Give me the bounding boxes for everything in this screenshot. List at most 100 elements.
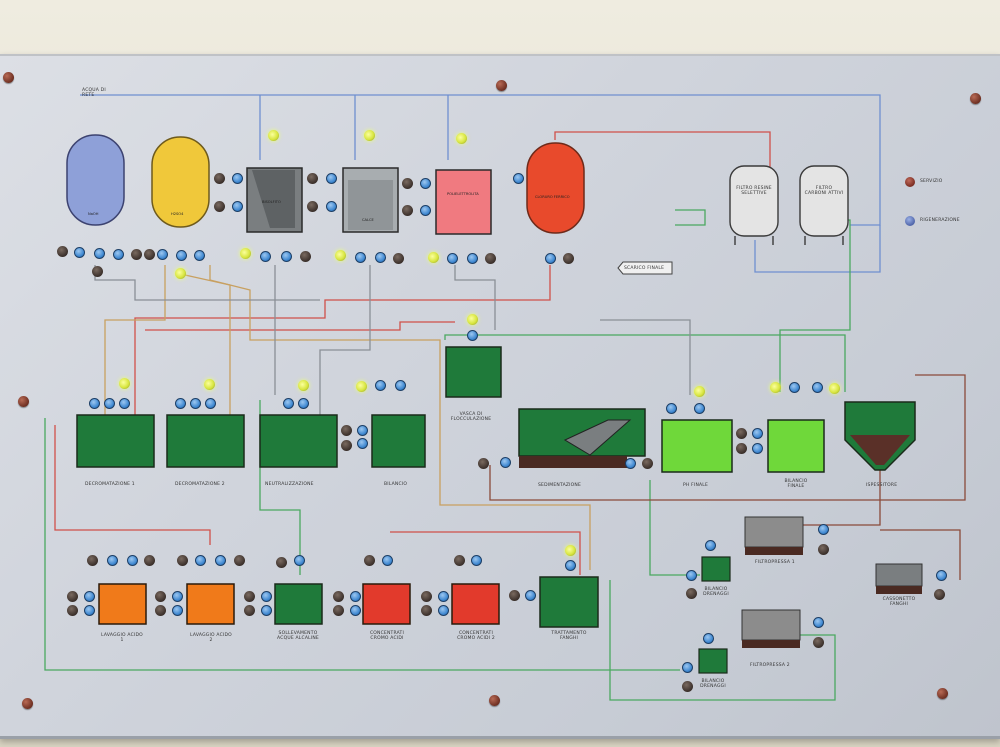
button-bf-2[interactable]	[736, 443, 747, 454]
switch-neutral-a[interactable]	[283, 398, 294, 409]
button-9[interactable]	[402, 178, 413, 189]
pump-2[interactable]	[94, 248, 105, 259]
switch-ph-a[interactable]	[666, 403, 677, 414]
switch-bf-a[interactable]	[789, 382, 800, 393]
switch-bilancio-a[interactable]	[375, 380, 386, 391]
button-7[interactable]	[307, 173, 318, 184]
switch-lav2-c[interactable]	[172, 591, 183, 602]
button-soll-2[interactable]	[244, 591, 255, 602]
switch-deacid1-b[interactable]	[104, 398, 115, 409]
switch-deacid1-c[interactable]	[119, 398, 130, 409]
pump-13[interactable]	[545, 253, 556, 264]
button-lav2-4[interactable]	[155, 605, 166, 616]
button-lav1-4[interactable]	[67, 605, 78, 616]
switch-conc2-c[interactable]	[438, 605, 449, 616]
button-conc2-2[interactable]	[421, 591, 432, 602]
button-lav2-1[interactable]	[177, 555, 188, 566]
pump-dosing-4[interactable]	[326, 201, 337, 212]
switch-dren1-a[interactable]	[705, 540, 716, 551]
pump-10[interactable]	[375, 252, 386, 263]
button-bf-1[interactable]	[736, 428, 747, 439]
button-6[interactable]	[214, 201, 225, 212]
button-5[interactable]	[214, 173, 225, 184]
switch-lav1-c[interactable]	[84, 591, 95, 602]
switch-conc2-b[interactable]	[438, 591, 449, 602]
button-conc1-2[interactable]	[333, 591, 344, 602]
button-fp2[interactable]	[813, 637, 824, 648]
pump-3[interactable]	[113, 249, 124, 260]
pump-dosing-6[interactable]	[420, 205, 431, 216]
switch-lav2-d[interactable]	[172, 605, 183, 616]
switch-soll-c[interactable]	[261, 605, 272, 616]
button-lav1-2[interactable]	[144, 555, 155, 566]
switch-conc1-b[interactable]	[350, 591, 361, 602]
pump-5[interactable]	[176, 250, 187, 261]
switch-deacid2-c[interactable]	[205, 398, 216, 409]
pump-9[interactable]	[355, 252, 366, 263]
switch-fp2[interactable]	[813, 617, 824, 628]
switch-dren1-b[interactable]	[686, 570, 697, 581]
button-dren2[interactable]	[682, 681, 693, 692]
pump-12[interactable]	[467, 253, 478, 264]
switch-fanghi[interactable]	[936, 570, 947, 581]
button-fanghi[interactable]	[934, 589, 945, 600]
button-lav2-2[interactable]	[234, 555, 245, 566]
pump-dosing-3[interactable]	[326, 173, 337, 184]
button-12[interactable]	[393, 253, 404, 264]
switch-soll-a[interactable]	[294, 555, 305, 566]
button-3[interactable]	[144, 249, 155, 260]
switch-bilancio-c[interactable]	[357, 425, 368, 436]
button-13[interactable]	[485, 253, 496, 264]
switch-deacid2-a[interactable]	[175, 398, 186, 409]
pump-dosing-7[interactable]	[513, 173, 524, 184]
switch-lav1-d[interactable]	[84, 605, 95, 616]
button-soll-3[interactable]	[244, 605, 255, 616]
switch-tratt-b[interactable]	[565, 560, 576, 571]
switch-deacid1-a[interactable]	[89, 398, 100, 409]
switch-sed-b[interactable]	[625, 458, 636, 469]
pump-11[interactable]	[447, 253, 458, 264]
switch-flocc[interactable]	[467, 330, 478, 341]
button-conc1-3[interactable]	[333, 605, 344, 616]
button-conc2-1[interactable]	[454, 555, 465, 566]
switch-ph-b[interactable]	[694, 403, 705, 414]
button-sed-b[interactable]	[642, 458, 653, 469]
switch-sed-a[interactable]	[500, 457, 511, 468]
switch-deacid2-b[interactable]	[190, 398, 201, 409]
pump-1[interactable]	[74, 247, 85, 258]
button-conc1-1[interactable]	[364, 555, 375, 566]
button-lav1-1[interactable]	[87, 555, 98, 566]
button-8[interactable]	[307, 201, 318, 212]
button-lav1-3[interactable]	[67, 591, 78, 602]
button-bilancio-2[interactable]	[341, 440, 352, 451]
button-tratt-1[interactable]	[509, 590, 520, 601]
button-fp1[interactable]	[818, 544, 829, 555]
pump-dosing-1[interactable]	[232, 173, 243, 184]
switch-conc1-a[interactable]	[382, 555, 393, 566]
button-lav2-3[interactable]	[155, 591, 166, 602]
switch-dren2-b[interactable]	[682, 662, 693, 673]
button-11[interactable]	[300, 251, 311, 262]
pump-4[interactable]	[157, 249, 168, 260]
button-4[interactable]	[92, 266, 103, 277]
button-10[interactable]	[402, 205, 413, 216]
button-1[interactable]	[57, 246, 68, 257]
switch-lav2-a[interactable]	[195, 555, 206, 566]
button-2[interactable]	[131, 249, 142, 260]
switch-bf-b[interactable]	[812, 382, 823, 393]
switch-conc2-a[interactable]	[471, 555, 482, 566]
button-bilancio-1[interactable]	[341, 425, 352, 436]
switch-soll-b[interactable]	[261, 591, 272, 602]
switch-dren2-a[interactable]	[703, 633, 714, 644]
pump-dosing-5[interactable]	[420, 178, 431, 189]
switch-neutral-b[interactable]	[298, 398, 309, 409]
switch-bilancio-d[interactable]	[357, 438, 368, 449]
button-soll-1[interactable]	[276, 557, 287, 568]
switch-fp1[interactable]	[818, 524, 829, 535]
switch-bf-c[interactable]	[752, 428, 763, 439]
switch-lav1-b[interactable]	[127, 555, 138, 566]
button-dren1[interactable]	[686, 588, 697, 599]
switch-bilancio-b[interactable]	[395, 380, 406, 391]
switch-lav1-a[interactable]	[107, 555, 118, 566]
pump-dosing-2[interactable]	[232, 201, 243, 212]
